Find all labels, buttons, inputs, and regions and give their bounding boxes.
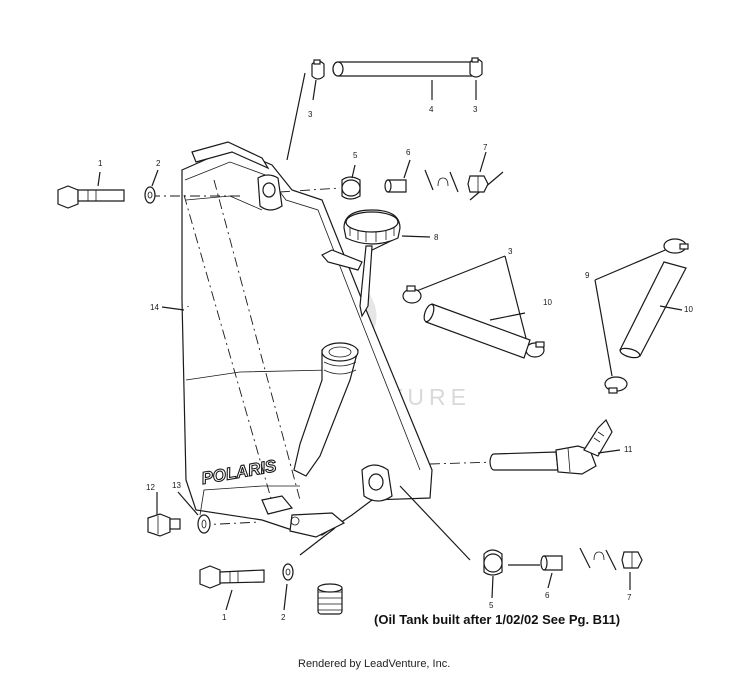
vent-hose-right[interactable] [619,261,687,359]
footer-credit: Rendered by LeadVenture, Inc. [298,658,450,670]
sealing-washer[interactable] [197,514,211,534]
callout-5: 5 [353,151,358,160]
nut-upper[interactable] [467,175,489,193]
hose-clamp-right-lower[interactable] [604,376,628,394]
washer-upper[interactable] [144,186,156,204]
spacer-lower[interactable] [540,555,563,571]
callout-9: 9 [585,271,590,280]
spacer-upper[interactable] [384,179,407,193]
elbow-fitting[interactable] [489,418,613,475]
callout-8: 8 [434,233,439,242]
callout-14: 14 [150,303,159,312]
callout-7: 7 [483,143,488,152]
callout-10: 10 [684,305,693,314]
grommet-lower[interactable] [483,549,503,576]
hose-clamp-right[interactable] [469,57,483,78]
oil-tank-note: (Oil Tank built after 1/02/02 See Pg. B1… [374,612,620,627]
washer-lower[interactable] [282,563,294,581]
callout-5: 5 [489,601,494,610]
break-mark-lower [579,547,617,571]
callout-3: 3 [473,105,478,114]
callout-6: 6 [406,148,411,157]
callout-2: 2 [281,613,286,622]
top-hose[interactable] [332,61,478,77]
callout-6: 6 [545,591,550,600]
callout-13: 13 [172,481,181,490]
callout-11: 11 [624,445,633,454]
callout-4: 4 [429,105,434,114]
callout-7: 7 [627,593,632,602]
bolt-lower[interactable] [199,565,265,589]
callout-3: 3 [508,247,513,256]
nut-lower[interactable] [621,551,643,569]
center-lines [150,179,497,526]
hose-clamp-right-upper[interactable] [663,238,689,254]
hose-clamp-mid-upper[interactable] [402,285,422,304]
oil-tank[interactable]: POLARIS [181,141,433,538]
grommet-upper[interactable] [341,176,361,200]
hose-clamp-left[interactable] [311,59,325,80]
break-mark-upper [424,169,459,193]
hose-clamp-mid-lower[interactable] [525,341,545,358]
callout-labels: 1 2 3 4 3 5 6 7 8 3 9 10 10 14 11 12 13 … [98,105,693,622]
callout-3: 3 [308,110,313,119]
callout-2: 2 [156,159,161,168]
filler-cap-dipstick[interactable] [343,209,401,318]
callout-1: 1 [98,159,103,168]
drain-plug[interactable] [147,513,181,537]
bolt-upper[interactable] [57,185,125,209]
vent-hose-mid[interactable] [422,303,531,359]
callout-10: 10 [543,298,552,307]
screen-spring[interactable] [317,583,343,615]
callout-1: 1 [222,613,227,622]
callout-12: 12 [146,483,155,492]
